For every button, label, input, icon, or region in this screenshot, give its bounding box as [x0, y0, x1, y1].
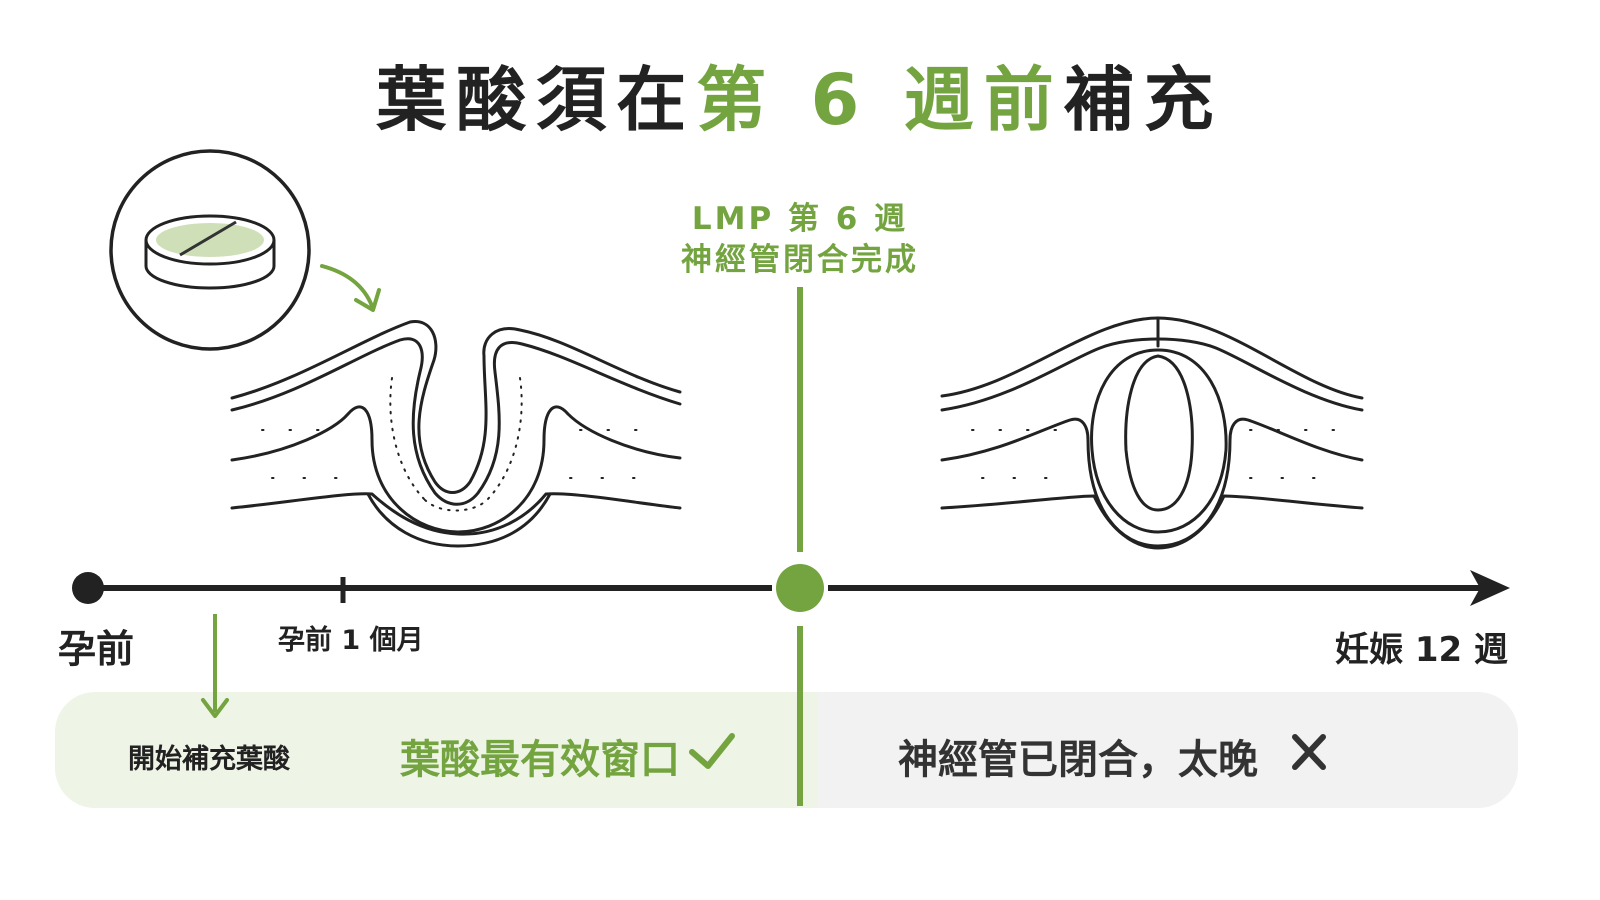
start-supplement-label: 開始補充葉酸 [128, 744, 290, 775]
neural-tube-closed-icon [940, 316, 1364, 550]
milestone-week-label: LMP 第 6 週 [691, 201, 909, 237]
milestone-event-label: 神經管閉合完成 [681, 242, 919, 278]
title-part-1: 葉酸須在 [376, 59, 697, 141]
cross-icon [1292, 734, 1326, 770]
title-highlight: 第 6 週前 [696, 59, 1064, 141]
timeline-month-label: 孕前 1 個月 [278, 625, 424, 656]
title-part-2: 補充 [1063, 59, 1224, 141]
too-late-label: 神經管已閉合，太晚 [898, 737, 1258, 783]
supplement-arrow-icon [201, 614, 229, 718]
check-icon [689, 733, 735, 769]
timeline-arrowhead-icon [1470, 570, 1510, 606]
timeline-start-label: 孕前 [58, 627, 135, 671]
window-zones [55, 692, 1518, 808]
effective-window-label: 葉酸最有效窗口 [400, 737, 680, 783]
timeline-end-label: 妊娠 12 週 [1335, 630, 1508, 670]
late-zone-bg [818, 692, 1518, 808]
timeline-axis [72, 564, 1510, 612]
timeline-start-dot [72, 572, 104, 604]
pill-to-tube-arrow-icon [320, 264, 374, 308]
folic-acid-pill-icon [109, 149, 311, 351]
page-title: 葉酸須在第 6 週前補充 [0, 44, 1600, 145]
milestone-dot [776, 564, 824, 612]
neural-groove-open-icon [230, 320, 682, 548]
effective-zone-bg [55, 692, 818, 808]
pill-to-tube-arrowhead-icon [354, 288, 381, 312]
